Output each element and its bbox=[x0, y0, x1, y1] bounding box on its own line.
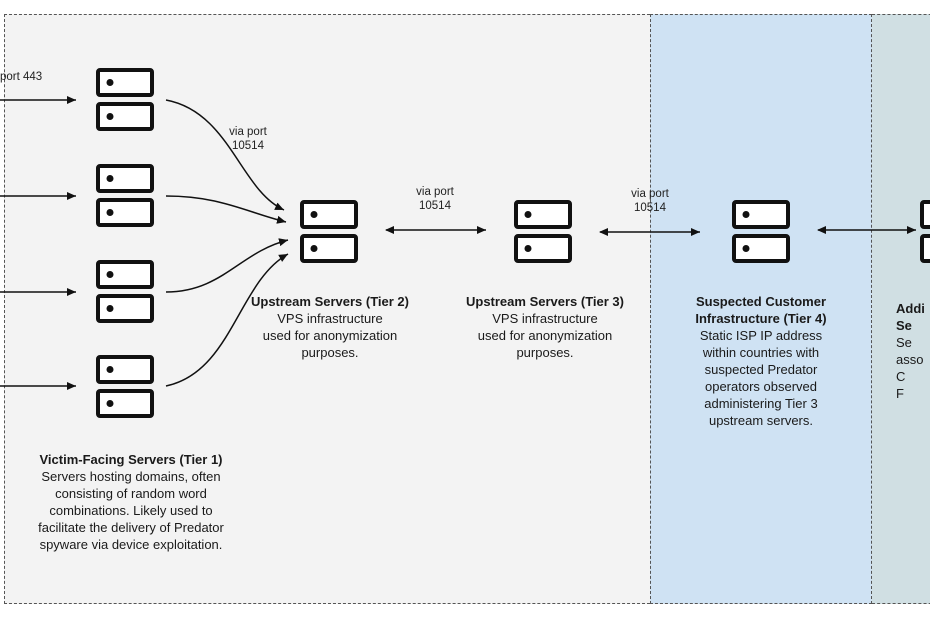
tier4-title: Suspected Customer Infrastructure (Tier … bbox=[695, 294, 827, 326]
tier2-server-icon bbox=[300, 200, 358, 263]
tier1-description: Servers hosting domains, often consistin… bbox=[38, 469, 224, 552]
tier1-server-4-icon bbox=[96, 355, 154, 418]
tier4-server-icon bbox=[732, 200, 790, 263]
tier1-to-tier2-link-2 bbox=[165, 195, 287, 224]
tier2-title: Upstream Servers (Tier 2) bbox=[250, 294, 409, 309]
tier5-region bbox=[872, 14, 930, 604]
tier1-server-2-icon bbox=[96, 164, 154, 227]
tier2-label: Upstream Servers (Tier 2) VPS infrastruc… bbox=[225, 293, 435, 361]
tier3-description: VPS infrastructure used for anonymizatio… bbox=[477, 311, 613, 360]
tier2-description: VPS infrastructure used for anonymizatio… bbox=[262, 311, 398, 360]
tier5-title: Addi Se bbox=[896, 301, 925, 333]
tier1-to-tier2-link-1 bbox=[165, 99, 285, 211]
tier1-to-tier2-link-4 bbox=[165, 253, 289, 387]
tier1-title: Victim-Facing Servers (Tier 1) bbox=[39, 452, 223, 467]
tier4-region bbox=[650, 14, 872, 604]
tier1-server-3-icon bbox=[96, 260, 154, 323]
tier5-server-icon bbox=[920, 200, 930, 263]
tier1-tier2-port-label: via port 10514 bbox=[229, 126, 267, 152]
tier3-title: Upstream Servers (Tier 3) bbox=[465, 294, 624, 309]
tier1-to-tier2-link-3 bbox=[165, 238, 289, 293]
tier4-description: Static ISP IP address within countries w… bbox=[699, 328, 823, 428]
tier3-label: Upstream Servers (Tier 3) VPS infrastruc… bbox=[440, 293, 650, 361]
tier5-label: Addi Se Se asso C F bbox=[896, 300, 930, 402]
tier3-tier4-port-label: via port 10514 bbox=[631, 188, 669, 214]
tier1-server-1-icon bbox=[96, 68, 154, 131]
tier5-description: Se asso C F bbox=[896, 335, 924, 401]
tier4-label: Suspected Customer Infrastructure (Tier … bbox=[656, 293, 866, 429]
tier3-server-icon bbox=[514, 200, 572, 263]
tier2-tier3-port-label: via port 10514 bbox=[416, 186, 454, 212]
port-443-label: port 443 bbox=[0, 71, 43, 83]
tier1-label: Victim-Facing Servers (Tier 1) Servers h… bbox=[6, 451, 256, 553]
